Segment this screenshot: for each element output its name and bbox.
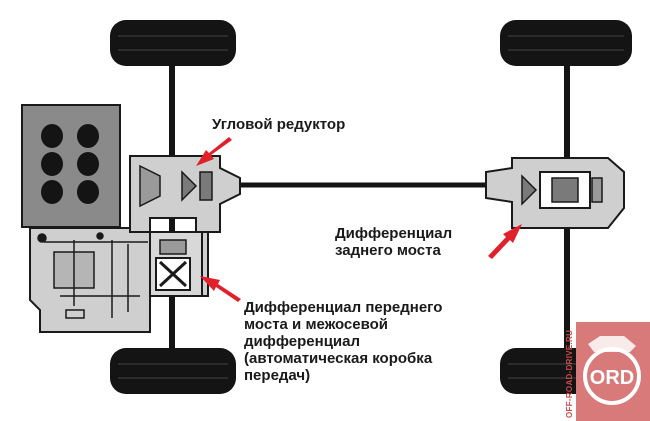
front-left-wheel [110, 20, 236, 66]
red-arrow-icon [196, 137, 522, 302]
watermark-side-text: OFF-ROAD-DRIVE.RU [565, 329, 574, 418]
rear-differential-housing [485, 157, 625, 229]
label-front-differential: Дифференциал переднего моста и межосевой… [244, 299, 443, 384]
arrow-rear-differential [488, 224, 522, 259]
front-right-wheel [110, 348, 236, 394]
logo-text: ORD [590, 367, 634, 389]
label-rear-differential: Дифференциал заднего моста [335, 225, 453, 259]
arrow-angular-gearbox [196, 137, 232, 166]
engine-block [21, 104, 121, 228]
ord-logo-icon: ORD [576, 322, 650, 421]
front-differential [149, 231, 203, 297]
engine-cylinders [41, 124, 99, 204]
arrow-front-differential [200, 276, 241, 302]
rear-left-wheel [500, 20, 632, 66]
label-angular-gearbox: Угловой редуктор [212, 116, 346, 133]
angular-gearbox-housing [129, 155, 241, 233]
